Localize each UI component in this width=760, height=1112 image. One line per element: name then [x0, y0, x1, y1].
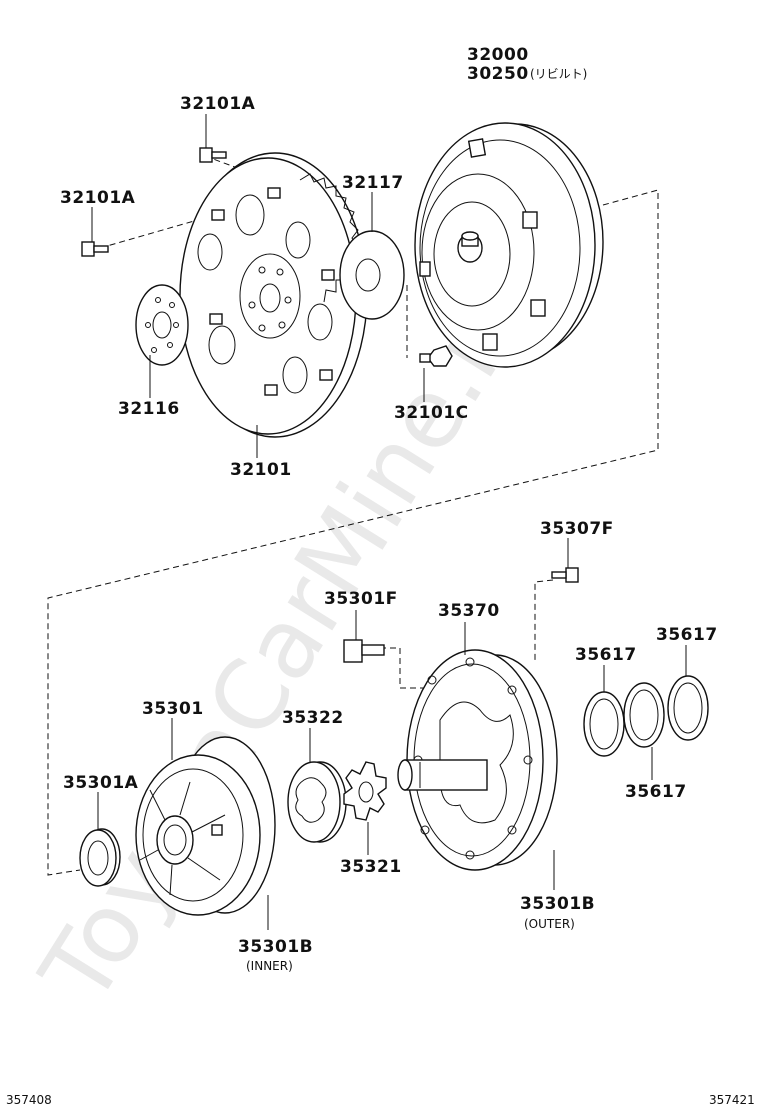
label-35301F: 35301F [324, 589, 398, 609]
seal-rings [583, 675, 709, 757]
label-35321: 35321 [340, 857, 402, 877]
bolt-32101C [419, 345, 453, 367]
label-32117: 32117 [342, 173, 404, 193]
label-35301B-inner: 35301B [238, 937, 313, 957]
bolt-35307F [551, 567, 579, 583]
oil-pump-cover [397, 649, 558, 871]
driven-gear [287, 761, 347, 843]
label-35370: 35370 [438, 601, 500, 621]
label-32000: 32000 [467, 45, 529, 65]
label-35307F: 35307F [540, 519, 614, 539]
label-35301B-outer-note: (OUTER) [524, 917, 575, 931]
label-35301B-inner-note: (INNER) [246, 959, 293, 973]
rear-spacer [339, 230, 405, 320]
torque-converter [414, 122, 604, 368]
drive-plate [179, 152, 368, 438]
label-32101: 32101 [230, 460, 292, 480]
bolt-32101A-top [199, 147, 227, 163]
leader-lines [91, 114, 687, 930]
drive-gear [343, 761, 387, 821]
label-30250-note: (リビルト) [530, 67, 587, 81]
label-32101A-top: 32101A [180, 94, 256, 114]
label-32116: 32116 [118, 399, 180, 419]
label-35617-left: 35617 [575, 645, 637, 665]
label-35322: 35322 [282, 708, 344, 728]
oil-pump-body [135, 736, 276, 916]
label-35617-right: 35617 [656, 625, 718, 645]
label-35301B-outer: 35301B [520, 894, 595, 914]
label-35301A: 35301A [63, 773, 139, 793]
label-32101A-left: 32101A [60, 188, 136, 208]
footer-code-right: 357421 [709, 1093, 755, 1107]
label-35301: 35301 [142, 699, 204, 719]
footer-code-left: 357408 [6, 1093, 52, 1107]
bolt-35301F [343, 639, 385, 663]
label-35617-bottom: 35617 [625, 782, 687, 802]
bolt-32101A-left [81, 241, 109, 257]
label-32101C: 32101C [394, 403, 469, 423]
label-30250: 30250 [467, 64, 529, 84]
oil-seal [79, 828, 121, 887]
drive-plate-spacer [135, 284, 189, 366]
